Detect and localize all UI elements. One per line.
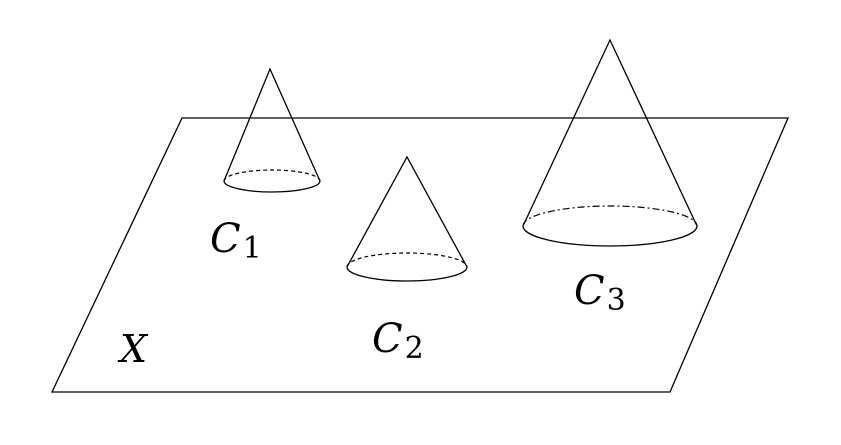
cone-c1 bbox=[223, 67, 321, 193]
cone-c1-sides bbox=[223, 67, 321, 182]
cone-c2 bbox=[346, 155, 468, 282]
cone-c3 bbox=[522, 38, 698, 247]
cone-c2-sides bbox=[346, 155, 468, 268]
cone-c1-base-front bbox=[223, 180, 321, 193]
cone-c3-base-front bbox=[522, 225, 698, 247]
label-c3: C3 bbox=[574, 268, 626, 318]
plane-x bbox=[50, 117, 789, 393]
cone-c3-sides bbox=[522, 38, 698, 227]
cone-c2-base-front bbox=[346, 266, 468, 282]
label-space-x: X bbox=[117, 327, 149, 371]
label-c2: C2 bbox=[372, 316, 424, 366]
label-c1: C1 bbox=[210, 216, 262, 266]
cone-c3-base-back bbox=[522, 205, 698, 227]
cone-c2-base-back bbox=[346, 252, 468, 268]
cone-c1-base-back bbox=[223, 169, 321, 182]
